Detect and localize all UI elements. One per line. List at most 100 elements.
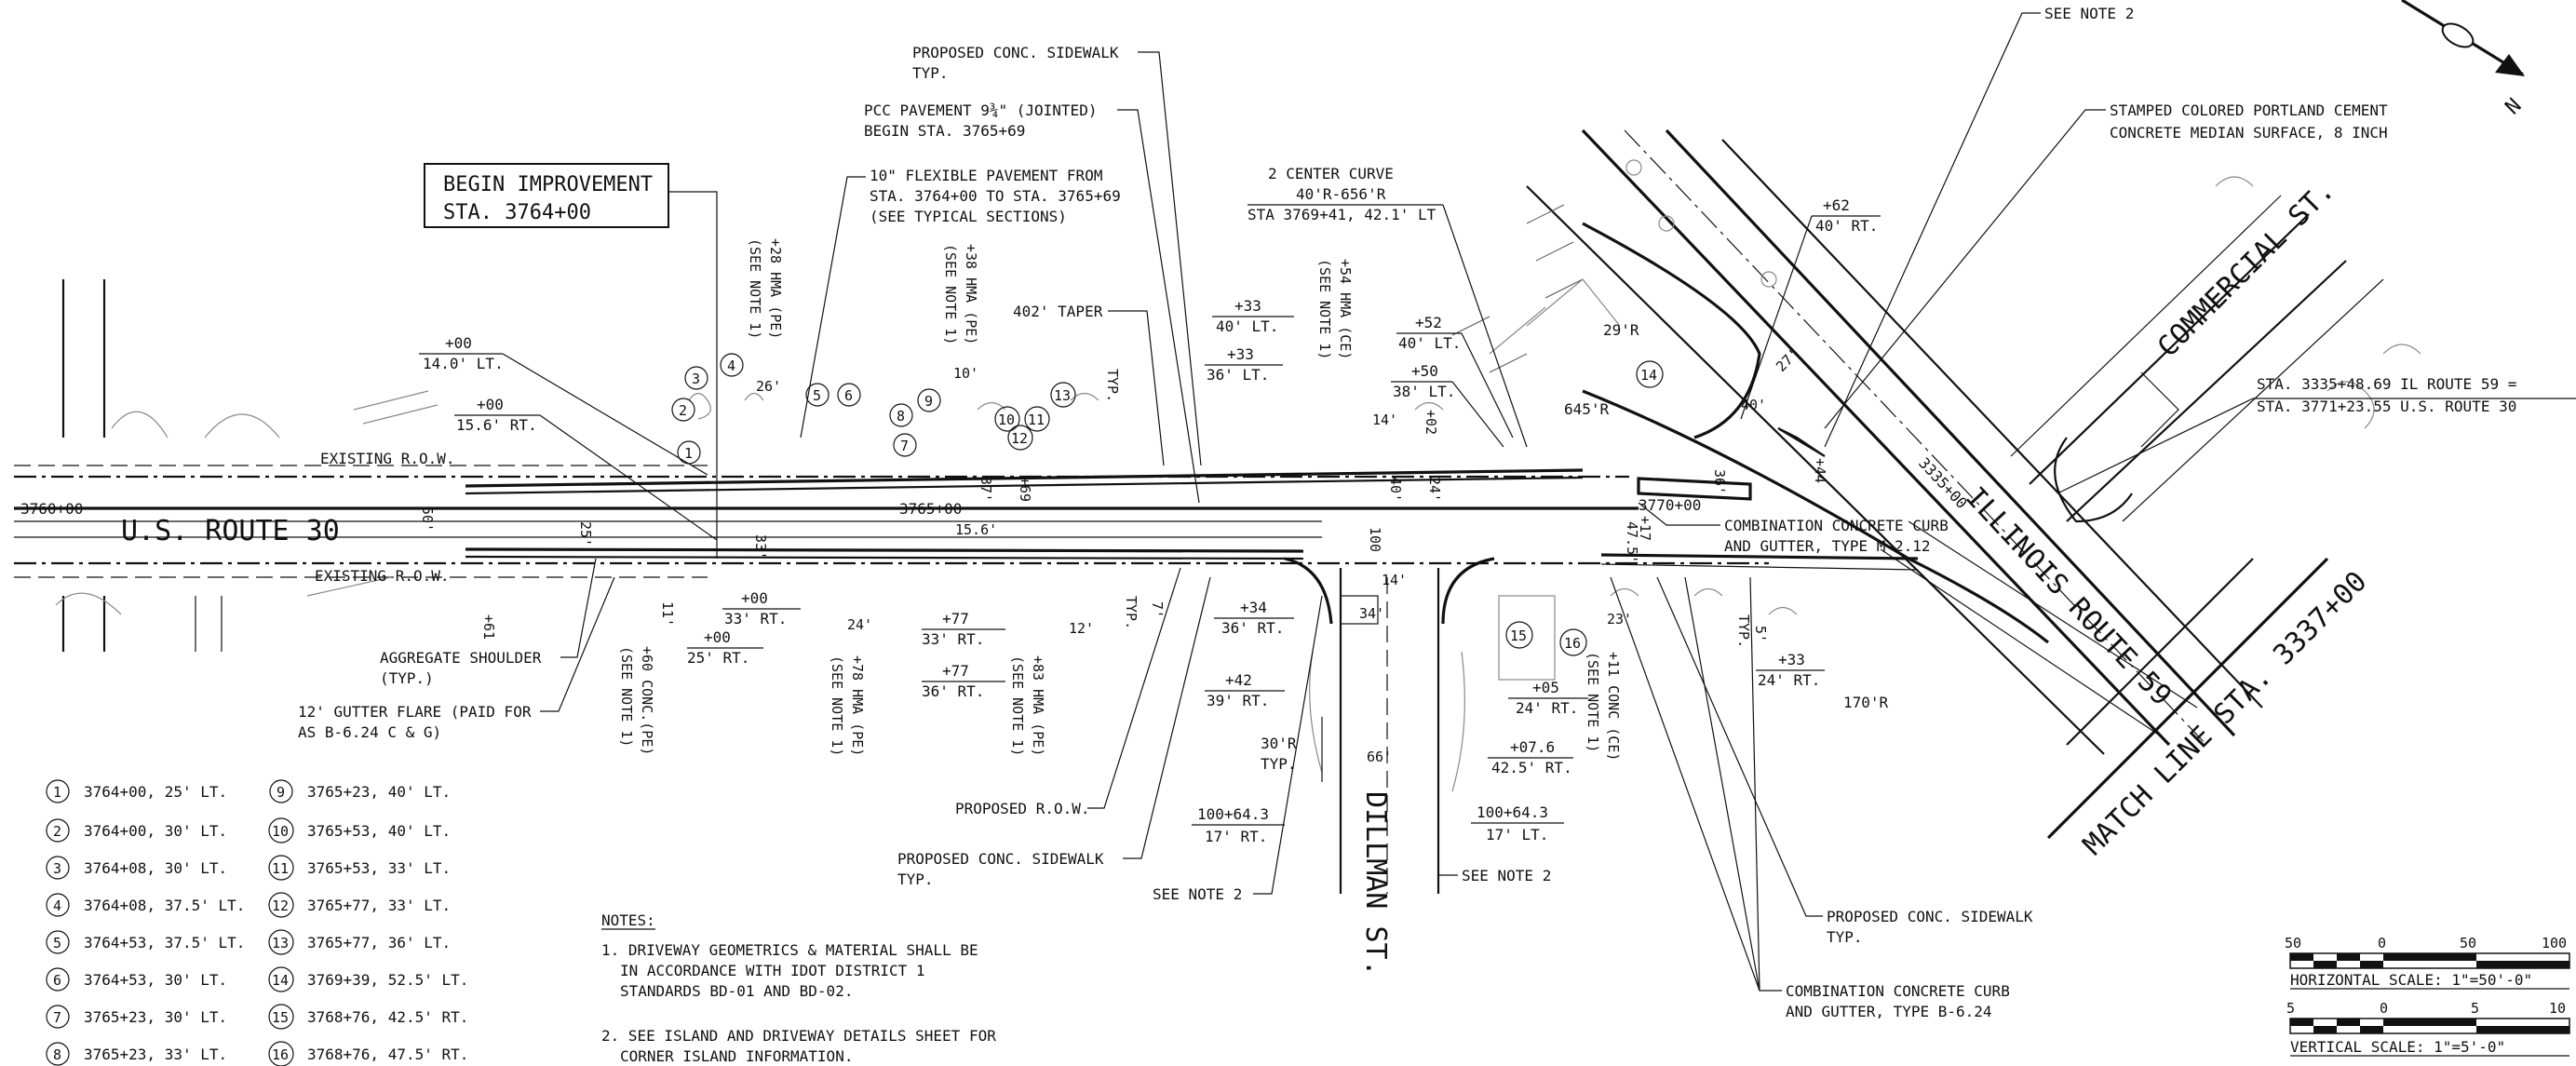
dim-bot-10-b: 24' RT. [1758, 671, 1820, 689]
dimension-labels-bottom: +00 33' RT. +00 25' RT. +77 33' RT. +77 … [687, 589, 1889, 845]
dim-bot-2-b: 33' RT. [922, 630, 984, 648]
plan-marker-12: 12 [1007, 425, 1033, 451]
svg-text:3765+77, 36' LT.: 3765+77, 36' LT. [307, 934, 451, 951]
curve-line1: 2 CENTER CURVE [1268, 165, 1394, 182]
dim-top-3-b: 36' LT. [1207, 366, 1269, 384]
plan-marker-8: 8 [889, 403, 913, 427]
h-tick-3: 100 [2542, 935, 2567, 951]
svg-text:6: 6 [844, 387, 853, 404]
vertical-notes: +28 HMA (PE) (SEE NOTE 1) +38 HMA (PE) (… [480, 238, 1622, 761]
dim-24b: 24' [1426, 477, 1443, 502]
note-2-line2: CORNER ISLAND INFORMATION. [620, 1047, 853, 1065]
note-1-line2: IN ACCORDANCE WITH IDOT DISTRICT 1 [620, 962, 925, 979]
vnote-11: +11 CONC (CE) [1605, 652, 1622, 761]
vnote-54: +54 HMA (CE) [1337, 259, 1354, 359]
match-line [2046, 557, 2329, 840]
dim-36: 36' [1711, 469, 1728, 494]
dim-69: +69 [1017, 477, 1033, 502]
svg-text:3765+53, 33' LT.: 3765+53, 33' LT. [307, 859, 451, 877]
see-note2-b: SEE NOTE 2 [1462, 867, 1551, 884]
sidewalk-right-1: PROPOSED CONC. SIDEWALK [1827, 908, 2033, 925]
dim-12: 12' [1069, 620, 1094, 637]
vnote-38-note: (SEE NOTE 1) [942, 244, 959, 344]
plan-marker-7: 7 [893, 433, 917, 457]
dim-27: 27' [1773, 345, 1802, 375]
dim-top-0-a: +00 [445, 334, 472, 352]
flex-line3: (SEE TYPICAL SECTIONS) [870, 208, 1067, 225]
curb-b-line1: COMBINATION CONCRETE CURB [1786, 982, 2010, 1000]
dim-bot-9-b: 42.5' RT. [1491, 759, 1572, 776]
dim-top-2-b: 40' LT. [1216, 317, 1278, 335]
radius-645: 645'R [1564, 400, 1610, 418]
h-tick-0: 50 [2285, 935, 2301, 951]
begin-improvement-box: BEGIN IMPROVEMENT STA. 3764+00 [424, 163, 718, 559]
dim-top-5-b: 38' LT. [1393, 383, 1455, 400]
commercial-st-roadway [2010, 176, 2421, 523]
sidewalk-top-1: PROPOSED CONC. SIDEWALK [912, 44, 1119, 61]
gutter-flare-2: AS B-6.24 C & G) [298, 723, 441, 741]
dim-bot-6-b: 17' RT. [1205, 828, 1267, 845]
aggregate-shoulder-1: AGGREGATE SHOULDER [380, 649, 542, 667]
v-scale-label: VERTICAL SCALE: 1"=5'-0" [2290, 1038, 2505, 1056]
legend-left-2: 3 3764+08, 30' LT. [46, 856, 227, 880]
v-tick-2: 5 [2471, 1000, 2479, 1017]
station-3760: 3760+00 [20, 500, 83, 518]
existing-row-bottom: EXISTING R.O.W. [315, 567, 450, 585]
us-route-30-label: U.S. ROUTE 30 [121, 515, 340, 547]
dim-11: 11' [659, 601, 676, 627]
notes-block: NOTES: 1. DRIVEWAY GEOMETRICS & MATERIAL… [601, 911, 996, 1065]
svg-text:11: 11 [1028, 412, 1045, 428]
note-1-line3: STANDARDS BD-01 AND BD-02. [620, 982, 853, 1000]
h-scale-label: HORIZONTAL SCALE: 1"=50'-0" [2290, 971, 2532, 989]
svg-text:8: 8 [53, 1046, 61, 1063]
dim-top-4-b: 40' LT. [1398, 334, 1461, 352]
svg-text:14: 14 [272, 972, 289, 989]
dim-bot-4-b: 36' RT. [1221, 619, 1284, 637]
svg-text:3765+53, 40' LT.: 3765+53, 40' LT. [307, 822, 451, 840]
svg-text:9: 9 [276, 784, 285, 801]
svg-text:12: 12 [272, 897, 289, 914]
svg-text:3764+53, 37.5' LT.: 3764+53, 37.5' LT. [84, 934, 245, 951]
see-note2-a: SEE NOTE 2 [1153, 885, 1242, 903]
dim-23: 23' [1607, 611, 1632, 627]
existing-row-top: EXISTING R.O.W. [320, 450, 455, 467]
svg-text:3: 3 [53, 860, 61, 877]
commercial-st-label: COMMERCIAL ST. [2151, 174, 2341, 364]
svg-text:5: 5 [813, 387, 821, 404]
curve-line3: STA 3769+41, 42.1' LT [1248, 206, 1436, 223]
station-3335: 3335+00 [1915, 454, 1971, 512]
north-arrow-n: N [2502, 94, 2527, 119]
svg-text:13: 13 [1054, 387, 1071, 404]
svg-text:3764+08, 30' LT.: 3764+08, 30' LT. [84, 859, 227, 877]
note-1-line1: 1. DRIVEWAY GEOMETRICS & MATERIAL SHALL … [601, 941, 978, 959]
vnote-60: +60 CONC.(PE) [639, 646, 655, 755]
vnote-11-note: (SEE NOTE 1) [1585, 652, 1601, 752]
svg-text:3765+23, 40' LT.: 3765+23, 40' LT. [307, 783, 451, 801]
illinois-route-59-roadway [1451, 128, 2263, 755]
dim-typ2: TYP. [1123, 596, 1140, 629]
v-tick-1: 0 [2380, 1000, 2388, 1017]
dim-top-6-b: 40' RT. [1815, 217, 1878, 235]
radius-30: 30'R [1261, 735, 1297, 752]
svg-text:3768+76, 47.5' RT.: 3768+76, 47.5' RT. [307, 1046, 468, 1063]
plan-marker-4: 4 [720, 353, 744, 377]
dim-50: 50' [419, 506, 436, 532]
see-note2-top: SEE NOTE 2 [2044, 5, 2134, 22]
svg-text:8: 8 [897, 408, 905, 425]
plan-marker-10: 10 [994, 406, 1020, 432]
dim-bot-7-b: 17' LT. [1486, 826, 1548, 843]
aggregate-shoulder-2: (TYP.) [380, 669, 434, 687]
svg-text:2: 2 [53, 823, 61, 840]
left-side-streets [55, 279, 438, 652]
dim-bot-1-b: 25' RT. [687, 649, 749, 667]
svg-text:15: 15 [272, 1009, 289, 1026]
plan-marker-5: 5 [805, 383, 829, 407]
plan-marker-14: 14 [1636, 360, 1664, 388]
gutter-flare-1: 12' GUTTER FLARE (PAID FOR [298, 703, 532, 721]
